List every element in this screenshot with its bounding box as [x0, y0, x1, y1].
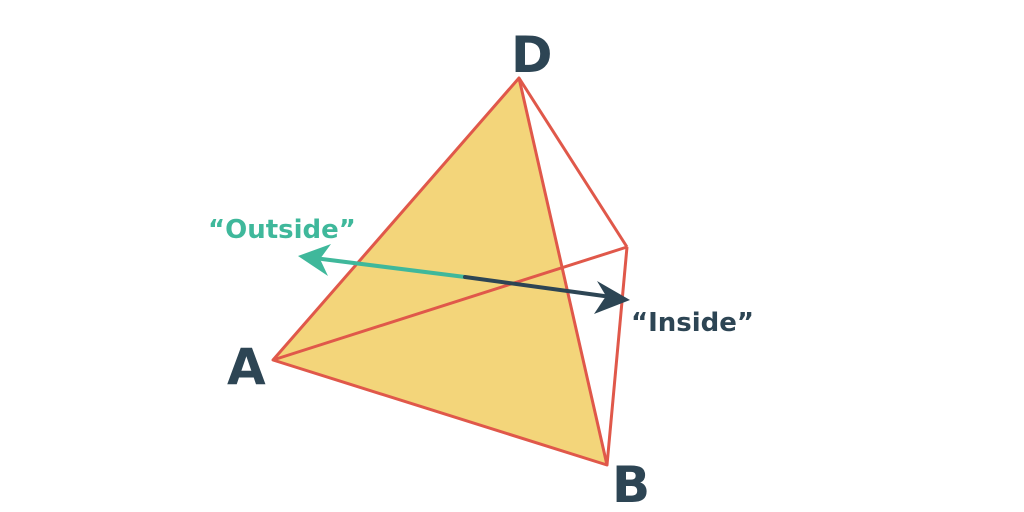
inside-label: “Inside”: [631, 308, 754, 338]
inside-arrowhead: [594, 281, 630, 314]
edge-d-c: [517, 77, 629, 248]
outside-arrowhead: [298, 244, 331, 276]
outside-arrow-shaft: [320, 257, 467, 279]
face-abd: [271, 76, 609, 467]
inside-arrow-shaft: [463, 275, 606, 298]
vertex-label-a: A: [227, 338, 266, 396]
vertex-label-d: D: [511, 26, 553, 84]
outside-label: “Outside”: [208, 215, 356, 245]
edge-b-c: [605, 246, 629, 466]
vertex-label-b: B: [612, 456, 650, 512]
edge-a-c: [272, 245, 628, 362]
